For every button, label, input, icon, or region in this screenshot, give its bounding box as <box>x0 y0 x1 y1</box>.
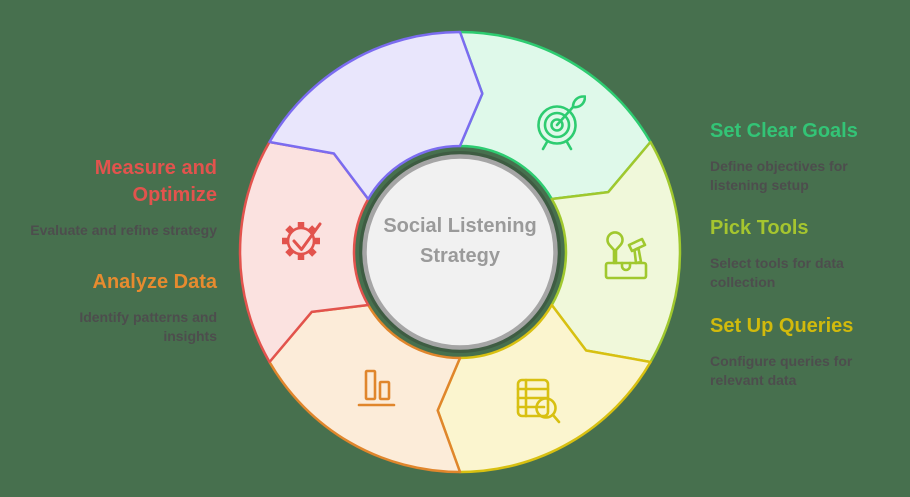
label-desc: Define objectives for listening setup <box>710 158 848 193</box>
center-title-line2: Strategy <box>419 245 501 267</box>
wheel-segment-start-blank <box>268 30 484 201</box>
label-title: Set Up Queries <box>710 315 854 337</box>
table-search-icon <box>508 369 564 425</box>
label-desc: Configure queries for relevant data <box>710 353 853 388</box>
center-circle <box>362 154 558 350</box>
label-pick-tools: Pick Tools Select tools for data collect… <box>710 215 908 292</box>
label-title: Measure and Optimize <box>94 157 217 206</box>
tools-icon <box>598 229 654 285</box>
center-title: Social Listening Strategy <box>360 211 560 271</box>
label-desc: Identify patterns and insights <box>79 309 217 344</box>
gear-check-icon <box>277 209 333 265</box>
target-icon <box>530 95 586 151</box>
label-desc: Select tools for data collection <box>710 255 844 290</box>
label-set-up-queries: Set Up Queries Configure queries for rel… <box>710 313 908 390</box>
bar-chart-icon <box>347 359 403 415</box>
label-analyze-data: Analyze Data Identify patterns and insig… <box>27 269 217 346</box>
label-set-clear-goals: Set Clear Goals Define objectives for li… <box>710 118 908 195</box>
label-title: Pick Tools <box>710 217 809 239</box>
center-title-line1: Social Listening <box>383 215 537 237</box>
label-desc: Evaluate and refine strategy <box>30 222 217 238</box>
label-title: Analyze Data <box>92 271 218 293</box>
label-title: Set Clear Goals <box>710 120 858 142</box>
label-measure-and-optimize: Measure and Optimize Evaluate and refine… <box>27 155 217 240</box>
